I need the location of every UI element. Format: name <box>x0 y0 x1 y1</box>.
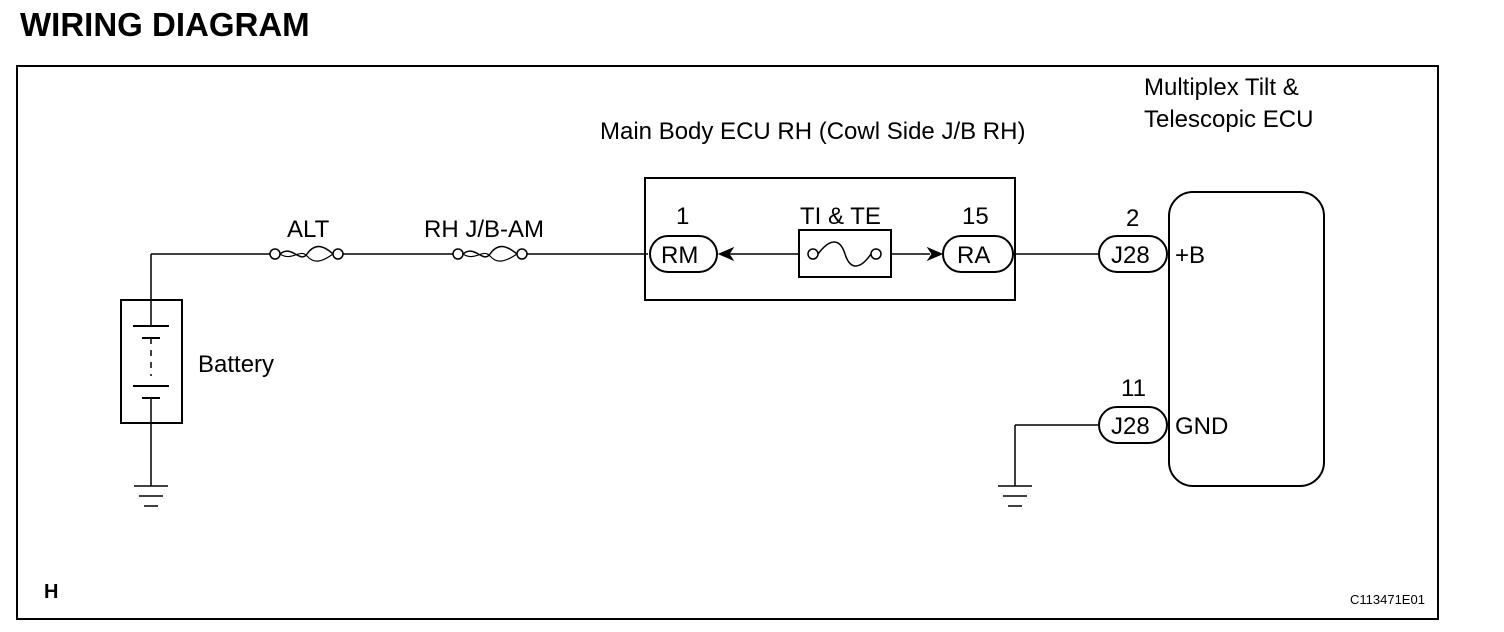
rm-terminal-icon <box>717 246 735 262</box>
main-body-ecu-box <box>644 177 1016 301</box>
alt-fuse-label: ALT <box>287 216 330 243</box>
multiplex-ecu-label-line1: Multiplex Tilt & <box>1144 74 1299 101</box>
alt-fusible-link-icon <box>269 245 344 262</box>
rh-jb-am-fuse-label: RH J/B-AM <box>424 216 544 243</box>
diagram-frame <box>16 65 1439 620</box>
battery-ground-icon <box>134 423 168 507</box>
j28-gnd-terminal-label: GND <box>1175 413 1228 440</box>
j28-b-pin-number: 2 <box>1126 205 1139 232</box>
ti-te-fuse-icon <box>807 241 882 267</box>
j28-b-connector <box>1098 235 1168 273</box>
corner-label: H <box>44 581 58 603</box>
rh-jb-am-fusible-link-icon <box>452 245 528 262</box>
page-title: WIRING DIAGRAM <box>20 6 310 43</box>
ra-pin-number: 15 <box>962 203 989 230</box>
multiplex-ecu-box <box>1168 191 1325 487</box>
rm-connector-label: RM <box>661 242 698 269</box>
ti-te-fuse-label: TI & TE <box>800 203 881 230</box>
j28-b-connector-label: J28 <box>1111 242 1150 269</box>
rm-pin-number: 1 <box>676 203 689 230</box>
rm-connector <box>649 235 718 273</box>
j28-b-terminal-label: +B <box>1175 242 1205 269</box>
main-body-ecu-label: Main Body ECU RH (Cowl Side J/B RH) <box>600 118 1025 145</box>
figure-code: C113471E01 <box>1350 592 1425 607</box>
battery-symbol <box>120 254 183 424</box>
ra-connector-label: RA <box>957 242 990 269</box>
ra-terminal-icon <box>926 246 944 262</box>
j28-gnd-pin-number: 11 <box>1121 375 1146 402</box>
j28-gnd-connector-label: J28 <box>1111 413 1150 440</box>
battery-label: Battery <box>198 351 274 378</box>
ecu-ground-icon <box>998 425 1032 507</box>
multiplex-ecu-label-line2: Telescopic ECU <box>1144 106 1313 133</box>
